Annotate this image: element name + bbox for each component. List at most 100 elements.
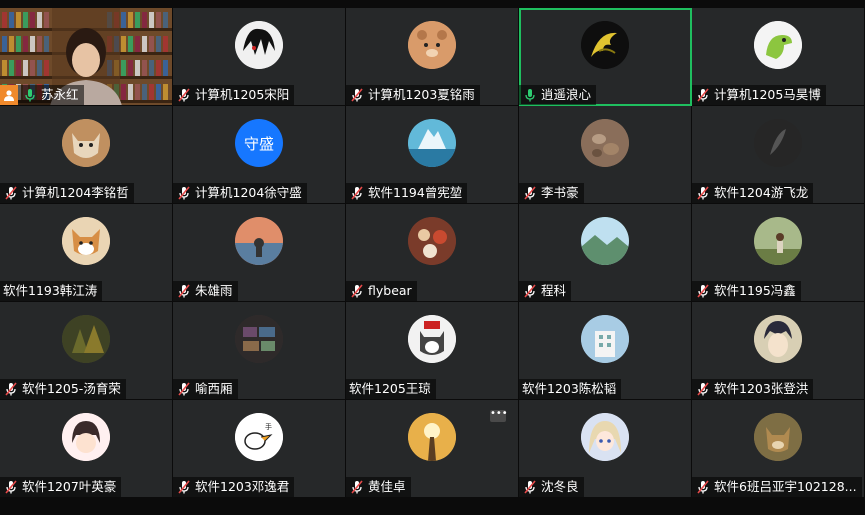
participant-name: 计算机1204徐守盛 xyxy=(195,185,302,200)
mic-muted-icon xyxy=(176,283,192,299)
participant-name: 软件1207叶英豪 xyxy=(22,479,117,494)
participant-tile[interactable]: 李书豪 xyxy=(519,106,692,204)
participant-tile[interactable]: 程科 xyxy=(519,204,692,302)
mic-on-icon xyxy=(22,87,38,103)
participant-label: 逍遥浪心 xyxy=(519,85,597,105)
participant-name: 软件1205王琼 xyxy=(349,381,431,396)
participant-name: 软件1203陈松韬 xyxy=(522,381,617,396)
cat-hat-icon xyxy=(408,315,456,363)
participant-tile[interactable]: 朱雄雨 xyxy=(173,204,346,302)
mic-muted-icon xyxy=(522,283,538,299)
anime-girl-icon xyxy=(581,413,629,461)
participant-name: 计算机1203夏铭雨 xyxy=(368,87,475,102)
forest-icon xyxy=(62,315,110,363)
participant-label: 黄佳卓 xyxy=(346,477,411,497)
participant-name: 苏永红 xyxy=(41,87,79,102)
sketch-duck-icon: 手 xyxy=(235,413,283,461)
mic-muted-icon xyxy=(695,381,711,397)
iceberg-icon xyxy=(408,119,456,167)
participant-tile[interactable]: 软件1207叶英豪 xyxy=(0,400,173,498)
mic-muted-icon xyxy=(3,479,19,495)
participant-name: 逍遥浪心 xyxy=(541,87,592,102)
participant-name: 沈冬良 xyxy=(541,479,579,494)
building-icon xyxy=(581,315,629,363)
participant-name: 软件1203邓逸君 xyxy=(195,479,290,494)
mic-muted-icon xyxy=(3,185,19,201)
participant-name: 计算机1205马昊博 xyxy=(714,87,821,102)
participant-tile[interactable]: 软件1203张登洪 xyxy=(692,302,865,400)
participant-tile[interactable]: 软件1203陈松韬 xyxy=(519,302,692,400)
participant-name: 喻西厢 xyxy=(195,381,233,396)
mic-muted-icon xyxy=(522,479,538,495)
mic-muted-icon xyxy=(522,185,538,201)
participant-label: 软件1205-汤育荣 xyxy=(0,379,126,399)
participant-label: 喻西厢 xyxy=(173,379,238,399)
sunset-person-icon xyxy=(235,217,283,265)
dog-icon xyxy=(754,413,802,461)
participant-tile[interactable]: 软件1205-汤育荣 xyxy=(0,302,173,400)
participant-tile[interactable]: 计算机1205马昊博 xyxy=(692,8,865,106)
mic-muted-icon xyxy=(3,381,19,397)
participant-label: 计算机1205马昊博 xyxy=(692,85,826,105)
participant-tile[interactable]: 软件6班吕亚宇102128... xyxy=(692,400,865,498)
participant-label: 李书豪 xyxy=(519,183,584,203)
participant-tile[interactable]: 软件1205王琼 xyxy=(346,302,519,400)
participant-label: 计算机1204李铭哲 xyxy=(0,183,134,203)
participant-tile[interactable]: 沈冬良 xyxy=(519,400,692,498)
participant-tile[interactable]: ••• 黄佳卓 xyxy=(346,400,519,498)
mic-muted-icon xyxy=(349,185,365,201)
host-video-feed xyxy=(0,8,172,105)
outdoor-person-icon xyxy=(754,217,802,265)
participant-label: 软件1195冯鑫 xyxy=(692,281,801,301)
participant-name: 朱雄雨 xyxy=(195,283,233,298)
more-options-button[interactable]: ••• xyxy=(490,409,508,422)
participant-tile[interactable]: 苏永红 xyxy=(0,8,173,106)
mic-muted-icon xyxy=(176,381,192,397)
participant-label: 软件6班吕亚宇102128... xyxy=(692,477,862,497)
mic-muted-icon xyxy=(695,283,711,299)
collage-icon xyxy=(235,315,283,363)
host-user-icon xyxy=(0,85,18,105)
anime-dark-icon xyxy=(235,21,283,69)
participant-label: 计算机1205宋阳 xyxy=(173,85,295,105)
participant-label: 朱雄雨 xyxy=(173,281,238,301)
participant-tile[interactable]: 计算机1204李铭哲 xyxy=(0,106,173,204)
participant-tile[interactable]: 计算机1203夏铭雨 xyxy=(346,8,519,106)
dark-feather-icon xyxy=(754,119,802,167)
participant-tile[interactable]: 计算机1205宋阳 xyxy=(173,8,346,106)
stones-icon xyxy=(581,119,629,167)
cat-icon xyxy=(62,119,110,167)
participant-tile[interactable]: 软件1194曾宪堃 xyxy=(346,106,519,204)
participant-tile[interactable]: 软件1195冯鑫 xyxy=(692,204,865,302)
participant-label: 软件1205王琼 xyxy=(346,379,436,399)
participant-tile[interactable]: 软件1193韩江涛 xyxy=(0,204,173,302)
participant-tile[interactable]: 守盛计算机1204徐守盛 xyxy=(173,106,346,204)
green-dino-icon xyxy=(754,21,802,69)
participant-label: 软件1207叶英豪 xyxy=(0,477,122,497)
participant-tile[interactable]: 逍遥浪心 xyxy=(519,8,692,106)
participant-label: 软件1203邓逸君 xyxy=(173,477,295,497)
bear-icon xyxy=(408,21,456,69)
mic-muted-icon xyxy=(176,185,192,201)
avatar-initials: 守盛 xyxy=(235,119,283,167)
participant-label: 沈冬良 xyxy=(519,477,584,497)
food-icon xyxy=(408,217,456,265)
mic-muted-icon xyxy=(349,283,365,299)
participant-name: 黄佳卓 xyxy=(368,479,406,494)
participant-name: 软件6班吕亚宇102128... xyxy=(714,479,857,494)
participant-name: flybear xyxy=(368,283,412,298)
svg-text:手: 手 xyxy=(265,422,272,431)
participant-tile[interactable]: 喻西厢 xyxy=(173,302,346,400)
participant-tile[interactable]: flybear xyxy=(346,204,519,302)
mic-on-icon xyxy=(522,87,538,103)
mic-muted-icon xyxy=(349,479,365,495)
participant-label: 程科 xyxy=(519,281,572,301)
participant-name: 程科 xyxy=(541,283,567,298)
participant-tile[interactable]: 软件1204游飞龙 xyxy=(692,106,865,204)
participant-name: 计算机1204李铭哲 xyxy=(22,185,129,200)
participant-grid: 苏永红 计算机1205宋阳 计算机1203夏铭雨 逍遥浪心 计算机1205马昊博计算机1… xyxy=(0,8,865,498)
participant-label: 软件1193韩江涛 xyxy=(0,281,103,301)
anime-boy-icon xyxy=(754,315,802,363)
participant-label: 软件1194曾宪堃 xyxy=(346,183,468,203)
participant-tile[interactable]: 手软件1203邓逸君 xyxy=(173,400,346,498)
